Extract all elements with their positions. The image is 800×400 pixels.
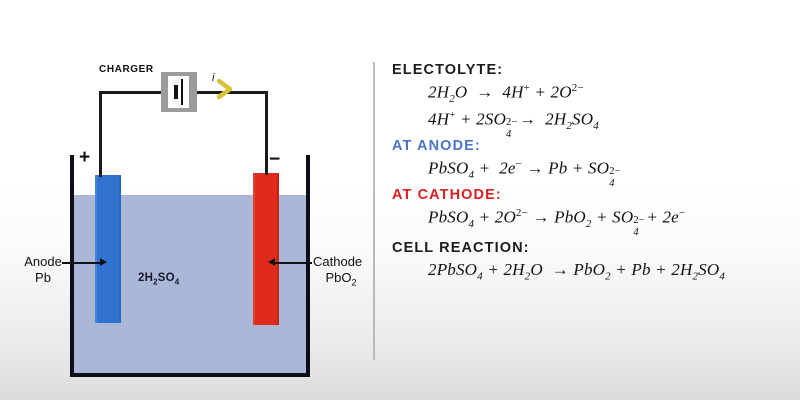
- anode-label: Anode Pb: [12, 254, 74, 286]
- cathode-label: Cathode PbO2: [313, 254, 383, 288]
- cathode-electrode-bar: [253, 173, 279, 325]
- wire-left-vertical: [99, 91, 102, 177]
- cathode-label-line2: PbO2: [325, 269, 357, 288]
- wire-top-right: [196, 91, 267, 94]
- electrolyte-heading: ELECTOLYTE:: [392, 62, 504, 78]
- cathode-leader-line: [272, 262, 312, 264]
- anode-heading: AT ANODE:: [392, 138, 481, 155]
- positive-terminal-sign: +: [79, 147, 91, 168]
- beaker-right-wall: [306, 155, 310, 377]
- charger-label: CHARGER: [99, 64, 154, 75]
- wire-top-left: [99, 91, 162, 94]
- cell-reaction-heading: CELL REACTION:: [392, 240, 530, 257]
- beaker-bottom-wall: [70, 373, 310, 377]
- anode-label-line2: Pb: [35, 269, 51, 285]
- negative-terminal-sign: −: [269, 149, 281, 170]
- anode-arrow-head-icon: [100, 258, 107, 266]
- anode-leader-line: [62, 262, 104, 264]
- battery-cell-plate-icon: [181, 79, 183, 105]
- cathode-label-line1: Cathode: [313, 254, 363, 269]
- anode-electrode-bar: [95, 175, 121, 323]
- electrochemical-cell-diagram: 2H2SO4 CHARGER i + − Anode Pb Cathode Pb…: [0, 0, 375, 400]
- beaker-left-wall: [70, 155, 74, 377]
- electrolyte-equation-1: 2H2O → 4H+ + 2O2−: [428, 82, 584, 106]
- cell-reaction-equation-1: 2PbSO4 + 2H2O → PbO2 + Pb + 2H2SO4: [428, 260, 726, 283]
- battery-cell-icon: [174, 85, 178, 99]
- cathode-arrow-head-icon: [268, 258, 275, 266]
- electrolyte-formula-label: 2H2SO4: [138, 272, 180, 287]
- current-direction-arrow-icon: [216, 78, 233, 100]
- current-symbol-label: i: [212, 72, 215, 84]
- cell-reaction-group: CELL REACTION: 2PbSO4 + 2H2O → PbO2 + Pb…: [392, 240, 792, 282]
- anode-label-line1: Anode: [24, 254, 62, 269]
- section-divider: [373, 62, 375, 360]
- cathode-heading: AT CATHODE:: [392, 187, 502, 204]
- charger-inner-panel: [168, 76, 189, 108]
- wire-right-vertical: [265, 91, 268, 175]
